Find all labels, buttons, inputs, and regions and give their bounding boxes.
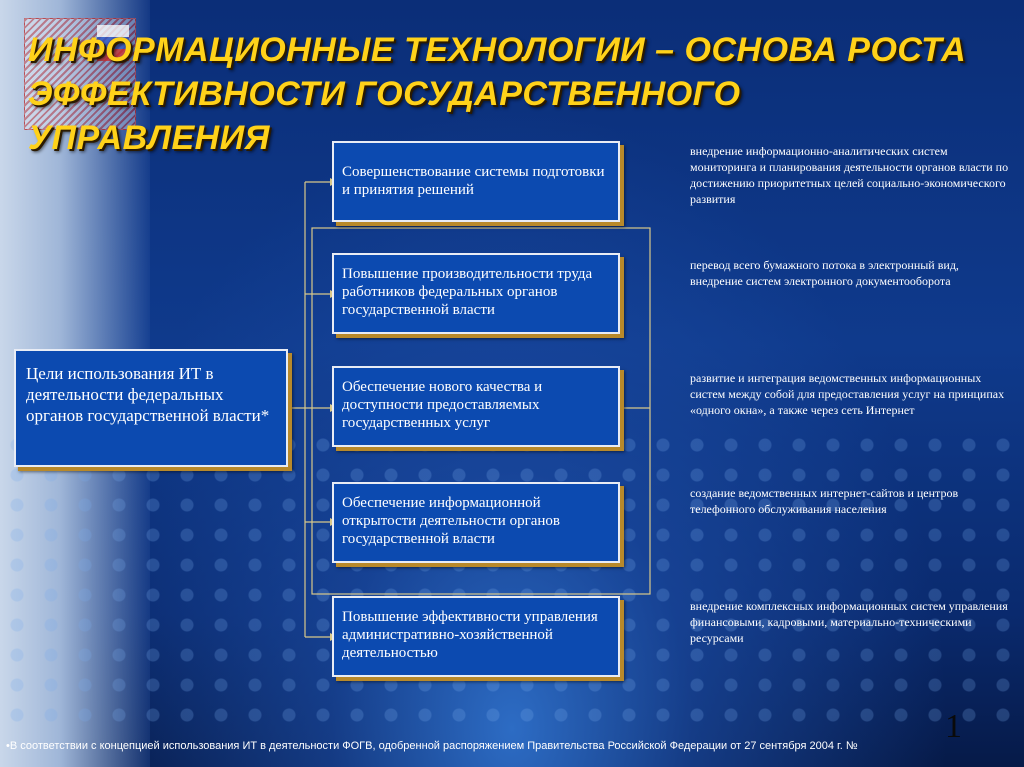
ministry-logo [24, 18, 136, 130]
goal-box-services: Обеспечение нового качества и доступност… [332, 366, 620, 447]
goal-box-openness: Обеспечение информационной открытости де… [332, 482, 620, 563]
goal-box-decisions: Совершенствование системы подготовки и п… [332, 141, 620, 222]
page-number: 1 [945, 708, 962, 745]
slide-title: ИНФОРМАЦИОННЫЕ ТЕХНОЛОГИИ – ОСНОВА РОСТА… [28, 31, 967, 157]
goal-description-administration: внедрение комплексных информационных сис… [690, 599, 1008, 645]
goal-description-services: развитие и интеграция ведомственных инфо… [690, 371, 1005, 417]
footnote: •В соответствии с концепцией использован… [6, 740, 858, 752]
goal-box-administration: Повышение эффективности управления админ… [332, 596, 620, 677]
main-goal-box: Цели использования ИТ в деятельности фед… [14, 349, 288, 467]
background-dots [0, 430, 1024, 730]
goal-description-decisions: внедрение информационно-аналитических си… [690, 144, 1009, 206]
goal-description-openness: создание ведомственных интернет-сайтов и… [690, 486, 959, 516]
goal-description-productivity: перевод всего бумажного потока в электро… [690, 258, 959, 288]
goal-box-productivity: Повышение производительности труда работ… [332, 253, 620, 334]
flag-icon [97, 25, 129, 61]
